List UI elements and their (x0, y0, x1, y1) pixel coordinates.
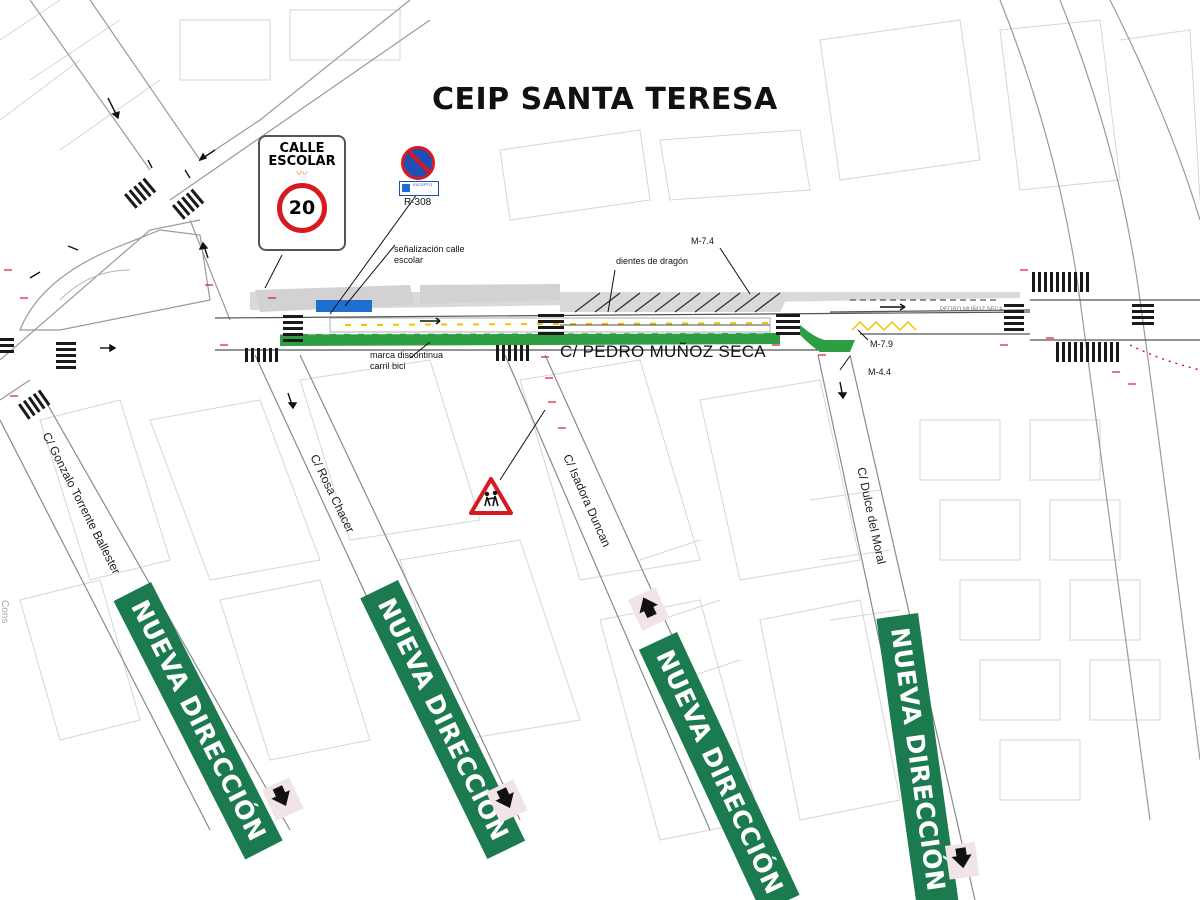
accessible-parking (316, 300, 372, 312)
sign-wave-icon: 〰 (296, 168, 308, 180)
sign-line2: ESCOLAR (268, 154, 336, 169)
curved-boulevard (999, 0, 1200, 821)
children-crossing-sign-icon (469, 477, 513, 515)
label-dragon-teeth: dientes de dragón (616, 256, 689, 266)
school-street-sign: CALLE ESCOLAR 〰 20 (258, 135, 346, 251)
traffic-island (19, 229, 211, 331)
r308-plate: EXCEPTO MINUSVÁLIDOS (399, 181, 439, 196)
building-outlines (0, 0, 1200, 841)
sign-line1: CALLE (279, 141, 325, 156)
label-m74: M-7.4 (691, 236, 715, 246)
speed-limit-circle: 20 (277, 183, 327, 233)
arrow-down-icon: 🡇 (945, 841, 980, 880)
accessible-icon (402, 184, 410, 192)
crosswalks (0, 177, 1154, 420)
upper-left-avenue (0, 0, 431, 401)
main-street-name-small: PEDRO MUÑOZ SECA (940, 307, 1004, 313)
road-arrows (29, 97, 848, 410)
label-m79: M-7.9 (870, 339, 894, 349)
label-r308: R-308 (404, 197, 432, 208)
survey-marks (4, 269, 1136, 429)
main-street-lines (214, 299, 1200, 351)
r308-plate-text: EXCEPTO MINUSVÁLIDOS (400, 182, 433, 195)
main-street-name: C/ PEDRO MUÑOZ SECA (560, 342, 766, 361)
label-school-signage: señalización calle escolar (394, 244, 465, 265)
no-parking-sign-icon (401, 146, 435, 180)
label-m44: M-4.4 (868, 367, 892, 377)
bike-lane (280, 333, 780, 346)
dragon-teeth-m79 (851, 320, 917, 332)
leader-lines (264, 189, 869, 481)
speed-limit-value: 20 (288, 197, 316, 219)
hatched-zone-m74 (574, 292, 781, 313)
edge-label: Cons (0, 600, 10, 624)
label-bike-lane: marca discontinua carril bici (370, 350, 444, 371)
page-title: CEIP SANTA TERESA (432, 82, 778, 117)
